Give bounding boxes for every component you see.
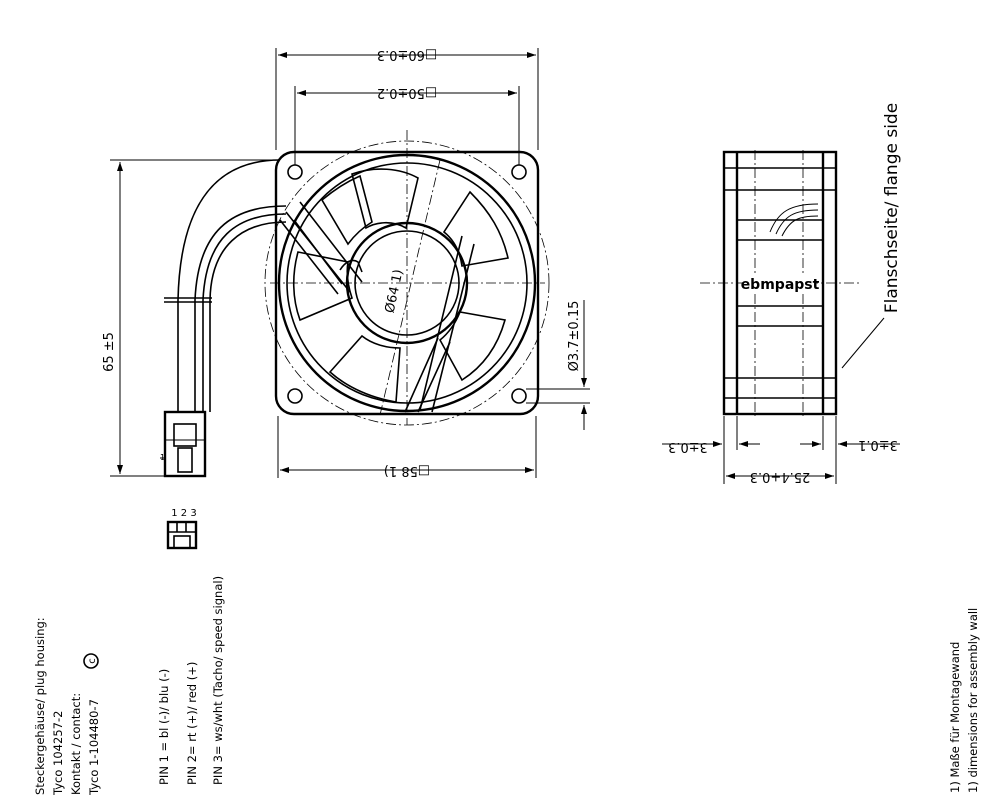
side-view: ebmpapst Flanschseite/ flange side 25.4+…: [662, 103, 902, 484]
fan-blades: [292, 168, 509, 403]
connector-plug: [160, 410, 207, 478]
dim-cable-length-label: 65 ±5: [102, 332, 117, 372]
cable: [164, 159, 287, 412]
pin-numbers: 1 2 3: [171, 508, 196, 519]
footnotes: 1) Maße für Montagewand 1) dimensions fo…: [948, 608, 980, 793]
copyright-icon: c: [83, 653, 99, 669]
front-view: □60±0.3 □50±0.2 □58 1) Ø64 1) Ø3.7±0.15: [102, 47, 590, 478]
dim-impeller-label: Ø64 1): [383, 268, 407, 314]
dim-flange-left: 3±0.3: [662, 416, 760, 454]
note-pin-3: PIN 3= ws/wht (Tacho/ speed signal): [211, 576, 225, 785]
dim-flange-right-label: 3±0.1: [858, 437, 898, 452]
dim-hole-diameter: Ø3.7±0.15: [526, 300, 590, 430]
cable-channel: [279, 201, 363, 295]
pin-notes: PIN 1 = bl (-)/ blu (-) PIN 2= rt (+)/ r…: [157, 576, 225, 785]
footnote-1: 1) Maße für Montagewand: [948, 642, 962, 793]
note-pin-2: PIN 2= rt (+)/ red (+): [185, 662, 199, 785]
note-housing-4: Tyco 1-104480-7: [87, 699, 101, 796]
dim-body-width-label: □58 1): [384, 463, 430, 478]
dim-depth-label: 25.4+0.3: [750, 469, 811, 484]
dim-hole-diameter-label: Ø3.7±0.15: [567, 301, 582, 372]
struts: [404, 235, 475, 413]
dim-cable-length: 65 ±5: [102, 159, 274, 477]
dim-outer-width-label: □60±0.3: [377, 47, 437, 62]
dim-flange-right: 3±0.1: [800, 416, 900, 452]
connector-pin-detail: 1 2 3 1: [160, 453, 198, 550]
svg-text:c: c: [87, 658, 98, 664]
dim-hole-pitch: □50±0.2: [294, 85, 520, 165]
dim-depth: 25.4+0.3: [723, 416, 837, 484]
dim-hole-pitch-label: □50±0.2: [377, 85, 437, 100]
note-housing-1: Steckergehäuse/ plug housing:: [33, 617, 47, 795]
brand-logo: ebmpapst: [741, 277, 820, 293]
note-housing-2: Tyco 104257-2: [51, 711, 65, 796]
note-housing-3: Kontakt / contact:: [69, 693, 83, 795]
housing-notes: Steckergehäuse/ plug housing: Tyco 10425…: [33, 617, 101, 796]
note-pin-1: PIN 1 = bl (-)/ blu (-): [157, 669, 171, 785]
pin-one-marker: 1: [160, 453, 165, 462]
dim-body-width: □58 1): [277, 416, 537, 478]
dim-outer-width: □60±0.3: [275, 47, 539, 150]
flange-side-label: Flanschseite/ flange side: [882, 103, 902, 313]
footnote-2: 1) dimensions for assembly wall: [966, 608, 980, 793]
dim-flange-left-label: 3±0.3: [668, 439, 708, 454]
